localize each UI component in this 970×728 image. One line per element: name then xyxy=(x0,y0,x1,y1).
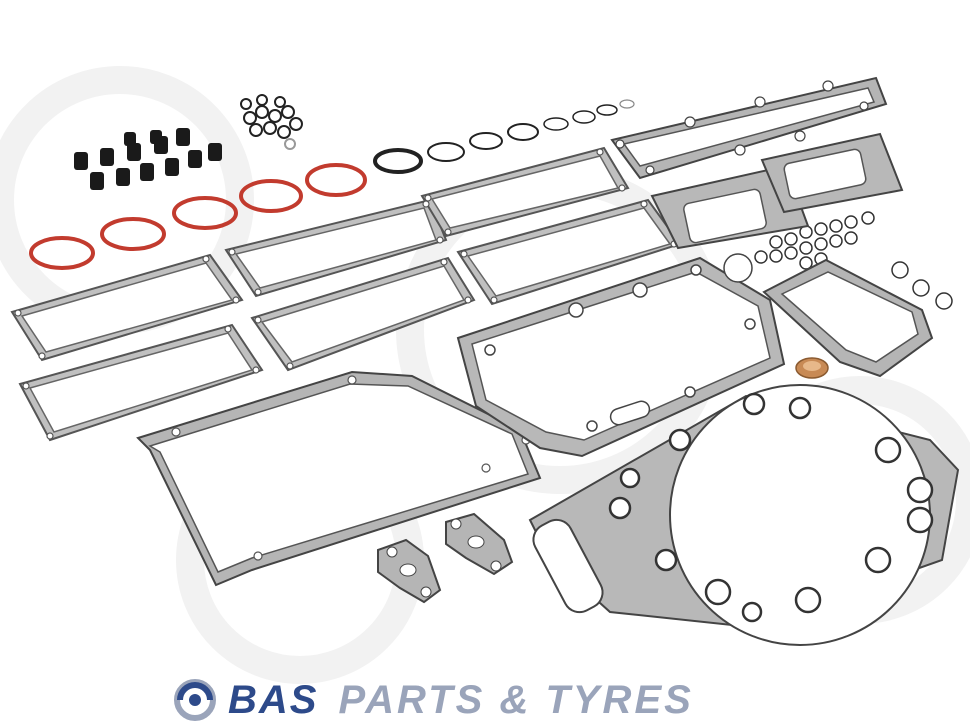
timing-cover-gasket xyxy=(456,253,786,458)
exhaust-flange-gaskets xyxy=(650,132,904,250)
brand-word-bas: BAS xyxy=(228,677,319,722)
valve-cover-gaskets xyxy=(10,146,682,442)
turbo-gasket xyxy=(762,258,934,378)
red-seal-rings xyxy=(29,163,367,270)
rubber-sleeves xyxy=(74,128,222,190)
gasket-bolt-holes xyxy=(14,148,678,440)
manifold-gasket xyxy=(610,76,888,180)
sump-gasket xyxy=(136,370,542,587)
small-o-ring-cluster xyxy=(240,94,303,150)
copper-bushing xyxy=(795,357,829,379)
cylinder-head-gasket xyxy=(528,384,960,646)
bas-brand-logo: BAS PARTS & TYRES xyxy=(170,676,694,724)
o-ring-row xyxy=(373,99,635,174)
bas-swirl-logo-icon xyxy=(174,679,216,721)
small-flange-gaskets xyxy=(377,512,514,604)
small-o-ring-grid xyxy=(754,211,953,310)
brand-word-parts-tyres: PARTS & TYRES xyxy=(338,677,694,722)
